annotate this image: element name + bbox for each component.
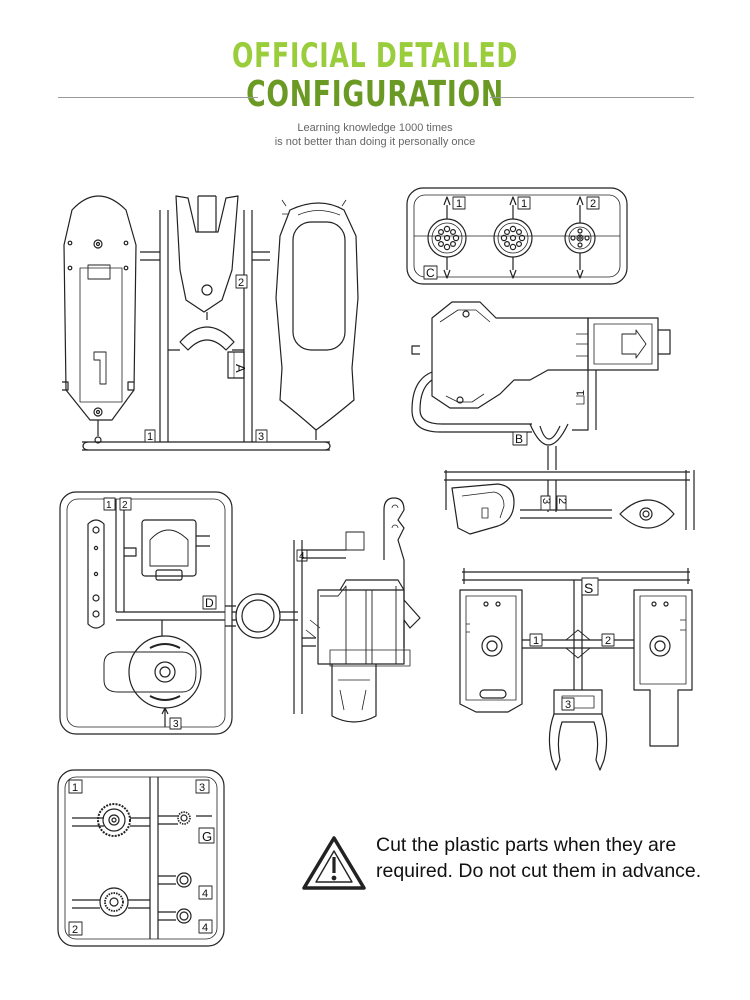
sheet-a	[62, 195, 359, 451]
sheet-a-label-2: 2	[238, 277, 244, 289]
part-d-bracket	[141, 519, 197, 577]
sheet-g-label-3: 3	[199, 782, 205, 794]
part-a-chassis-plate	[63, 195, 137, 421]
sheet-c-letter: C	[426, 266, 435, 280]
part-d-strip	[87, 519, 105, 629]
sheet-a-label-1: 1	[147, 431, 153, 443]
title-line-2: CONFIGURATION	[246, 74, 504, 115]
sheet-c-label-1a: 1	[456, 198, 462, 210]
part-a-y-bracket	[175, 195, 239, 313]
sheet-g	[57, 769, 225, 947]
part-g-gear-large	[97, 803, 131, 837]
sheet-d-label-1: 1	[106, 500, 112, 511]
sheet-b-label-1: 1	[575, 390, 587, 396]
subtitle-line-2: is not better than doing it personally o…	[274, 136, 476, 148]
sheet-d-letter: D	[205, 596, 214, 610]
sheet-d-label-3: 3	[173, 719, 179, 730]
sheet-d	[59, 491, 298, 735]
part-b-motor-mount	[431, 301, 589, 409]
part-c-wheel-small	[564, 222, 596, 254]
title-line-1: OFFICIAL DETAILED	[231, 36, 519, 76]
sheet-s	[459, 568, 693, 771]
sheet-s-label-1: 1	[533, 635, 539, 647]
sheet-g-letter: G	[202, 829, 212, 844]
part-g-pinion	[177, 811, 191, 825]
sheet-c-label-2: 2	[590, 198, 596, 210]
sheet-s-label-3: 3	[565, 699, 571, 711]
sheet-c	[406, 187, 628, 285]
part-c-wheel-large-2	[493, 218, 533, 258]
divider-right	[490, 97, 694, 98]
divider-left	[58, 97, 258, 98]
sheet-s-letter: S	[584, 580, 593, 596]
part-g-washer-2	[176, 908, 192, 924]
part-d-disc	[103, 635, 202, 709]
warning-triangle-icon	[302, 836, 366, 890]
part-s-claw	[548, 689, 608, 771]
part-c-wheel-large-1	[427, 218, 467, 258]
subtitle-line-1: Learning knowledge 1000 times	[297, 122, 453, 134]
sheet-g-label-4b: 4	[202, 922, 208, 934]
sheet-a-label-3: 3	[258, 431, 264, 443]
sheet-b-label-2: 2	[556, 498, 568, 504]
part-s-servo-right	[633, 589, 693, 747]
sheet-a-letter: A	[233, 364, 248, 373]
part-gearbox	[293, 497, 421, 723]
sheet-g-label-2: 2	[72, 924, 78, 936]
sheet-d-label-2: 2	[122, 500, 128, 511]
sheet-c-label-1b: 1	[521, 198, 527, 210]
sheet-g-label-4a: 4	[202, 888, 208, 900]
part-b-clip	[451, 483, 515, 535]
sheet-s-label-2: 2	[605, 635, 611, 647]
part-b-lozenge	[619, 499, 675, 529]
sheet-b-letter: B	[515, 432, 523, 446]
part-g-gear-small	[99, 887, 129, 917]
part-g-washer-1	[176, 872, 192, 888]
sheet-a-labels	[144, 274, 268, 443]
warning-text: Cut the plastic parts when they are requ…	[376, 834, 702, 882]
sheet-b-label-3: 3	[540, 498, 552, 504]
part-s-servo-left	[459, 589, 523, 713]
sheet-b	[411, 301, 695, 535]
part-a-housing	[275, 202, 359, 431]
sheet-g-label-1: 1	[72, 782, 78, 794]
